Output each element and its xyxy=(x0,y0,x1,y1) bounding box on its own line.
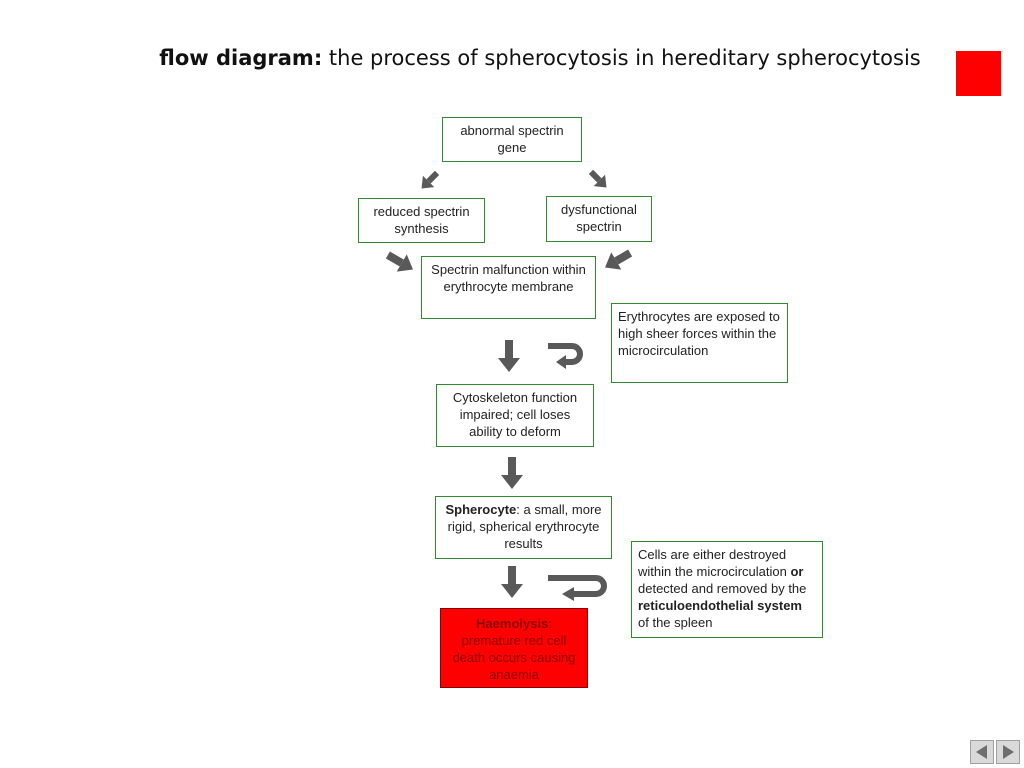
spherocyte-desc: : a small, more rigid, spherical erythro… xyxy=(447,502,602,551)
fate-ret-system: reticuloendothelial system xyxy=(638,598,802,613)
fate-or: or xyxy=(790,564,804,579)
box-erythrocytes-exposed: Erythrocytes are exposed to high sheer f… xyxy=(611,303,788,383)
title-rest: the process of spherocytosis in heredita… xyxy=(322,46,921,70)
box-haemolysis: Haemolysis: premature red cell death occ… xyxy=(440,608,588,688)
spherocyte-term: Spherocyte xyxy=(445,502,517,517)
fate-text-1: Cells are either destroyed within the mi… xyxy=(638,547,791,579)
haemolysis-term: Haemolysis xyxy=(476,616,549,631)
fate-text-3: of the spleen xyxy=(638,615,713,630)
next-slide-button[interactable] xyxy=(996,740,1020,764)
red-square-marker xyxy=(956,51,1001,96)
box-spectrin-malfunction: Spectrin malfunction within erythrocyte … xyxy=(421,256,596,319)
triangle-left-icon xyxy=(976,745,987,759)
box-spherocyte: Spherocyte: a small, more rigid, spheric… xyxy=(435,496,612,559)
haemolysis-desc: : premature red cell death occurs causin… xyxy=(452,616,576,682)
box-dysfunctional-spectrin: dysfunctional spectrin xyxy=(546,196,652,242)
prev-slide-button[interactable] xyxy=(970,740,994,764)
fate-text-2: detected and removed by the xyxy=(638,581,807,596)
box-cell-fate: Cells are either destroyed within the mi… xyxy=(631,541,823,638)
box-cytoskeleton-impaired: Cytoskeleton function impaired; cell los… xyxy=(436,384,594,447)
box-abnormal-spectrin-gene: abnormal spectrin gene xyxy=(442,117,582,162)
triangle-right-icon xyxy=(1003,745,1014,759)
title-bold: flow diagram: xyxy=(159,46,323,70)
box-reduced-spectrin-synthesis: reduced spectrin synthesis xyxy=(358,198,485,243)
page-title: flow diagram: the process of spherocytos… xyxy=(0,46,1024,70)
